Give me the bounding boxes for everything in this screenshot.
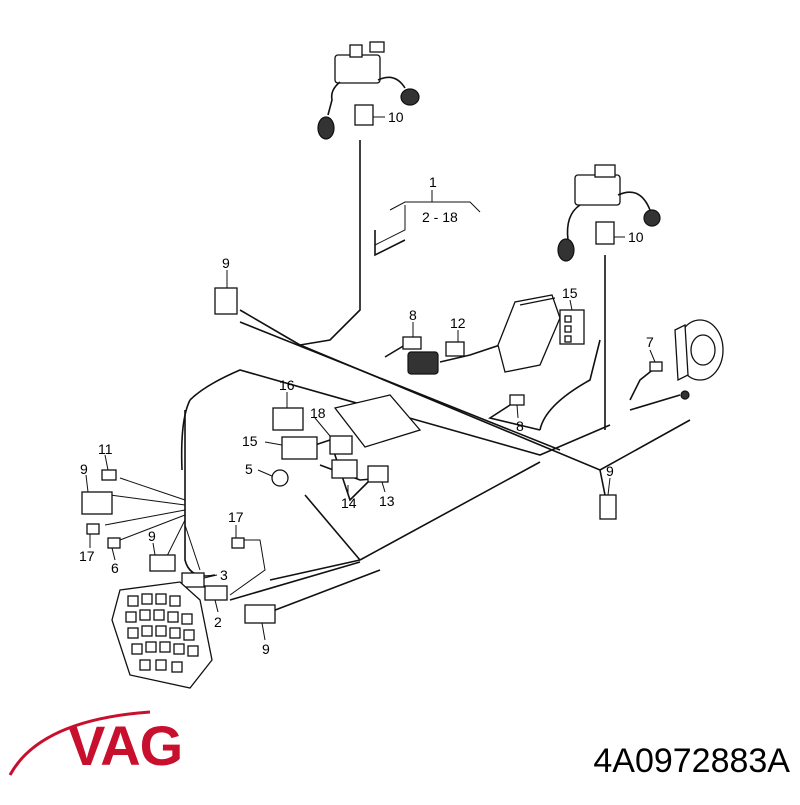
left-connectors <box>81 469 617 624</box>
callout-9-right: 9 <box>606 463 614 479</box>
callout-17-left: 17 <box>79 548 95 564</box>
callout-6: 6 <box>111 560 119 576</box>
callout-12: 12 <box>450 315 466 331</box>
callout-9-bottom: 9 <box>262 641 270 657</box>
mid-connectors <box>214 287 663 406</box>
callout-16: 16 <box>279 377 295 393</box>
callout-5: 5 <box>245 461 253 477</box>
logo-swoosh <box>8 710 151 776</box>
callout-10-left: 10 <box>388 109 404 125</box>
horn <box>674 319 724 400</box>
top-right-sensor-assembly <box>557 164 661 262</box>
callout-1-bracket <box>374 190 481 246</box>
callout-14: 14 <box>341 495 357 511</box>
callout-9-lower-left: 9 <box>148 528 156 544</box>
callout-15-left: 15 <box>242 433 258 449</box>
control-unit-boxes <box>333 294 585 448</box>
harness-wires <box>104 140 691 613</box>
callout-7: 7 <box>646 334 654 350</box>
callout-9-mid: 9 <box>222 255 230 271</box>
callout-10-right: 10 <box>628 229 644 245</box>
callout-17-center: 17 <box>228 509 244 525</box>
part-number: 4A0972883A <box>593 742 790 780</box>
callout-9-left: 9 <box>80 461 88 477</box>
callout-11: 11 <box>98 441 113 457</box>
callout-1: 1 <box>429 174 437 190</box>
leader-lines <box>85 116 656 641</box>
callout-3: 3 <box>220 567 228 583</box>
brand-name: VAG <box>68 714 182 777</box>
center-connector-cluster <box>271 407 389 487</box>
callout-15-right: 15 <box>562 285 578 301</box>
callout-18: 18 <box>310 405 326 421</box>
callout-2-18: 2 - 18 <box>422 209 458 225</box>
top-left-sensor-assembly <box>317 41 420 140</box>
callout-2: 2 <box>214 614 222 630</box>
callout-8-upper: 8 <box>409 307 417 323</box>
callout-13: 13 <box>379 493 395 509</box>
fuse-relay-box <box>111 581 213 689</box>
callout-labels: 1 2 - 18 10 10 9 8 12 15 7 16 18 15 5 14… <box>79 109 654 657</box>
callout-8-lower: 8 <box>516 418 524 434</box>
brand-logo: VAG <box>8 710 183 777</box>
